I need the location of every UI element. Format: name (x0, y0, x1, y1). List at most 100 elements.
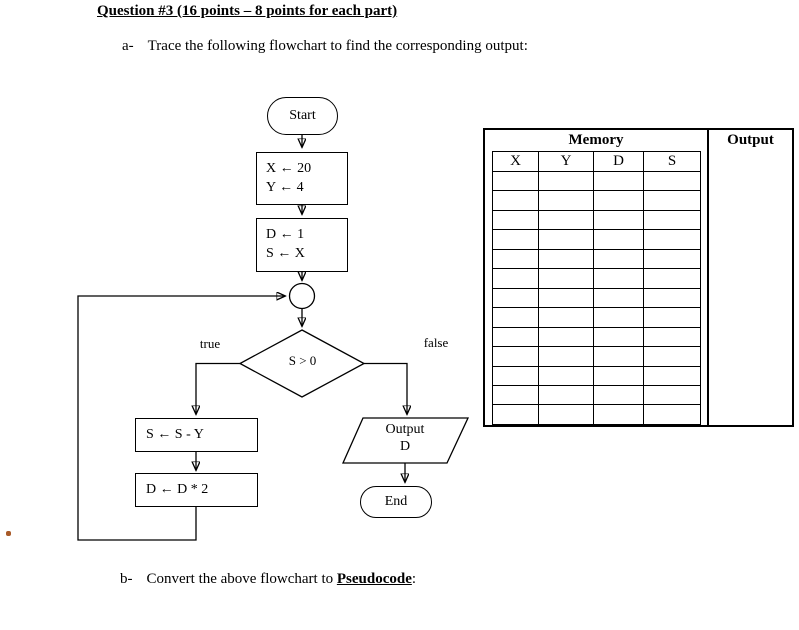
memory-empty-row (492, 346, 701, 367)
memory-cell (492, 190, 539, 211)
memory-cell (643, 170, 701, 192)
part-a-text: Trace the following flowchart to find th… (147, 38, 528, 54)
output-variable: D (399, 439, 411, 454)
memory-cell (492, 287, 539, 309)
memory-cell (643, 229, 701, 250)
memory-cell (643, 209, 701, 231)
column-header-s: S (643, 151, 701, 172)
memory-cell (593, 326, 644, 348)
part-a-line: a- Trace the following flowchart to find … (122, 38, 528, 55)
decision-condition: S > 0 (288, 353, 317, 368)
part-a-prefix: a- (122, 38, 134, 54)
memory-cell (538, 326, 594, 348)
memory-cell (538, 307, 594, 328)
memory-cell (593, 384, 644, 406)
memory-cell (593, 346, 644, 367)
memory-cell (593, 190, 644, 211)
output-header: Output (727, 132, 774, 148)
trace-table: Memory X Y D S Output (483, 128, 794, 427)
memory-cell (492, 268, 539, 289)
memory-cell (538, 229, 594, 250)
arrow-false-branch (364, 362, 407, 415)
junction-connector-circle (288, 282, 316, 310)
part-b-suffix: : (411, 571, 417, 587)
memory-cell (643, 190, 701, 211)
memory-columns-row: X Y D S (492, 151, 701, 172)
memory-cell (593, 307, 644, 328)
memory-empty-row (492, 229, 701, 250)
output-section: Output (709, 130, 792, 425)
memory-section: Memory X Y D S (485, 130, 709, 425)
memory-cell (538, 268, 594, 289)
column-header-y: Y (538, 151, 594, 172)
part-b-line: b-Convert the above flowchart to Pseudoc… (120, 571, 416, 588)
memory-empty-row (492, 287, 701, 309)
memory-cell (643, 326, 701, 348)
true-branch-label: true (199, 336, 221, 351)
start-terminator: Start (267, 97, 338, 135)
question-title: Question #3 (16 points – 8 points for ea… (97, 3, 398, 19)
memory-empty-row (492, 326, 701, 348)
process-box-init-xy: X ← 20 Y ← 4 (256, 152, 348, 205)
memory-cell (538, 346, 594, 367)
memory-cell (643, 365, 701, 386)
memory-cell (538, 404, 594, 425)
memory-cell (643, 404, 701, 425)
arrow-true-branch (196, 362, 240, 415)
part-b-emphasis: Pseudocode (336, 571, 412, 587)
end-terminator: End (360, 486, 432, 518)
memory-cell (538, 365, 594, 386)
memory-empty-row (492, 384, 701, 406)
memory-cell (593, 248, 644, 270)
memory-cell (593, 268, 644, 289)
memory-cell (538, 287, 594, 309)
column-header-x: X (492, 151, 539, 172)
memory-cell (643, 384, 701, 406)
memory-cell (643, 248, 701, 270)
memory-cell (492, 170, 539, 192)
assign-s-line: S ← X (266, 246, 305, 261)
memory-cell (492, 404, 539, 425)
output-word: Output (385, 422, 425, 437)
memory-cell (643, 307, 701, 328)
memory-cell (593, 229, 644, 250)
memory-cell (492, 229, 539, 250)
memory-cell (492, 346, 539, 367)
memory-cell (538, 384, 594, 406)
memory-cell (492, 326, 539, 348)
memory-empty-row (492, 404, 701, 425)
memory-empty-row (492, 170, 701, 192)
memory-cell (492, 307, 539, 328)
memory-grid: X Y D S (492, 151, 701, 425)
assign-y-line: Y ← 4 (266, 180, 304, 195)
memory-cell (593, 209, 644, 231)
memory-cell (593, 365, 644, 386)
column-header-d: D (593, 151, 644, 172)
stray-bullet-dot (6, 531, 11, 536)
memory-cell (538, 248, 594, 270)
memory-cell (643, 287, 701, 309)
decision-diamond (238, 329, 366, 398)
memory-cell (593, 404, 644, 425)
false-branch-label: false (423, 335, 449, 350)
start-label: Start (289, 108, 316, 123)
assign-d-line: D ← 1 (266, 227, 305, 242)
memory-cell (538, 190, 594, 211)
memory-empty-row (492, 268, 701, 289)
arrow-loop-back (77, 296, 285, 541)
memory-cell (593, 287, 644, 309)
output-parallelogram (341, 417, 470, 464)
memory-table-body (492, 170, 701, 425)
process-box-subtract: S ← S - Y (135, 418, 258, 452)
output-node-label: Output D (355, 421, 455, 455)
memory-header: Memory (568, 132, 624, 148)
memory-cell (492, 248, 539, 270)
memory-empty-row (492, 365, 701, 386)
end-label: End (384, 494, 408, 509)
memory-cell (538, 209, 594, 231)
memory-cell (643, 346, 701, 367)
memory-empty-row (492, 307, 701, 328)
assign-x-line: X ← 20 (266, 161, 312, 176)
memory-empty-row (492, 209, 701, 231)
